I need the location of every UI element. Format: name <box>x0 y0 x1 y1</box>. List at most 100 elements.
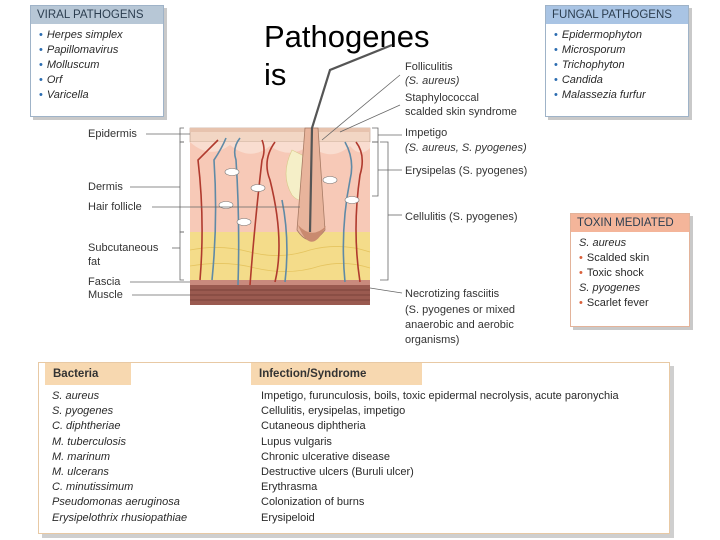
bullet-icon: • <box>554 89 558 101</box>
fungal-pathogens-heading: FUNGAL PATHOGENS <box>546 6 688 24</box>
bracket-cellulitis <box>380 141 389 281</box>
dermal-cell <box>250 184 266 192</box>
subcutaneous-fat-layer <box>190 232 370 280</box>
dermis-layer <box>190 142 370 232</box>
hair-bulb <box>298 225 326 242</box>
necrotizing-fasciitis-label-2: (S. pyogenes or mixed <box>405 304 516 316</box>
bracket-subcutaneous <box>179 231 184 281</box>
hair-shaft <box>308 43 393 233</box>
papillary-dermis <box>190 142 370 155</box>
bullet-icon: • <box>39 74 43 86</box>
fascia-label: Fascia <box>88 276 121 288</box>
cellulitis-label: Cellulitis (S. pyogenes) <box>405 211 518 223</box>
leader-line-folliculitis <box>321 74 401 141</box>
list-item: Destructive ulcers (Buruli ulcer) <box>261 466 414 479</box>
erysipelas-label: Erysipelas (S. pyogenes) <box>405 165 528 177</box>
list-item: •Varicella <box>39 89 89 101</box>
list-item: Cutaneous diphtheria <box>261 420 366 433</box>
list-item: •Epidermophyton <box>554 29 642 41</box>
artery <box>249 139 265 286</box>
necrotizing-fasciitis-label: Necrotizing fasciitis <box>405 288 500 300</box>
syndrome-list: Impetigo, furunculosis, boils, toxic epi… <box>261 389 619 526</box>
vein <box>211 137 227 281</box>
bacteria-syndrome-table: Bacteria Infection/Syndrome S. aureus S.… <box>38 362 670 534</box>
impetigo-organism-label: (S. aureus, S. pyogenes) <box>405 142 527 154</box>
bracket-epidermis <box>179 127 184 143</box>
list-item: •Scarlet fever <box>579 297 649 309</box>
list-item: M. ulcerans <box>52 466 109 479</box>
artery <box>355 141 364 283</box>
fungal-pathogens-box: FUNGAL PATHOGENS •Epidermophyton •Micros… <box>545 5 689 117</box>
list-item: Cellulitis, erysipelas, impetigo <box>261 405 406 418</box>
fungal-pathogens-list: •Epidermophyton •Microsporum •Trichophyt… <box>546 24 688 107</box>
dermal-cell <box>218 201 234 209</box>
list-item: •Scalded skin <box>579 252 650 264</box>
viral-pathogens-list: •Herpes simplex •Papillomavirus •Mollusc… <box>31 24 163 107</box>
list-item: •Toxic shock <box>579 267 644 279</box>
list-item: C. diphtheriae <box>52 420 121 433</box>
bullet-icon: • <box>579 267 583 279</box>
impetigo-label: Impetigo <box>405 127 448 139</box>
fascia-layer <box>190 280 370 285</box>
vein <box>342 141 353 283</box>
viral-pathogens-heading: VIRAL PATHOGENS <box>31 6 163 24</box>
ssss-label-2: scalded skin syndrome <box>405 106 517 118</box>
viral-pathogens-box: VIRAL PATHOGENS •Herpes simplex •Papillo… <box>30 5 164 117</box>
bacteria-list: S. aureus S. pyogenes C. diphtheriae M. … <box>52 389 187 526</box>
bullet-icon: • <box>39 59 43 71</box>
list-item: •Malassezia furfur <box>554 89 646 101</box>
fat-lobules <box>189 246 371 256</box>
list-item: Lupus vulgaris <box>261 435 332 448</box>
dermis-label: Dermis <box>88 181 123 193</box>
bullet-icon: • <box>554 44 558 56</box>
dermal-cell <box>236 218 252 226</box>
list-item: •Candida <box>554 74 603 86</box>
list-item: •Herpes simplex <box>39 29 123 41</box>
folliculitis-label: Folliculitis <box>405 61 453 73</box>
list-item: M. tuberculosis <box>52 435 126 448</box>
epidermis-label: Epidermis <box>88 128 137 140</box>
bullet-icon: • <box>579 252 583 264</box>
list-item: •Trichophyton <box>554 59 625 71</box>
bacteria-column-header: Bacteria <box>45 363 131 385</box>
list-item: S. aureus <box>579 237 627 249</box>
list-item: Chronic ulcerative disease <box>261 450 391 463</box>
list-item: •Microsporum <box>554 44 626 56</box>
subcutaneous-label: Subcutaneous <box>88 242 159 254</box>
bullet-icon: • <box>579 297 583 309</box>
slide-title: Pathogenes is <box>264 19 430 92</box>
bullet-icon: • <box>554 59 558 71</box>
leader-line-ssss <box>339 104 401 133</box>
list-item: Impetigo, furunculosis, boils, toxic epi… <box>261 390 619 402</box>
bracket-erysipelas <box>372 141 379 197</box>
list-item: Erythrasma <box>261 481 318 494</box>
list-item: S. pyogenes <box>52 405 114 418</box>
list-item: Erysipeloid <box>261 511 315 524</box>
list-item: S. aureus <box>52 390 100 402</box>
bracket-dermis <box>179 141 184 233</box>
hair-follicle-label: Hair follicle <box>88 201 142 213</box>
list-item: C. minutissimum <box>52 481 134 494</box>
artery <box>197 139 219 281</box>
bullet-icon: • <box>39 44 43 56</box>
list-item: Erysipelothrix rhusiopathiae <box>52 511 188 524</box>
folliculitis-organism-label: (S. aureus) <box>405 75 460 87</box>
dermal-cell <box>322 176 338 184</box>
ssss-label: Staphylococcal <box>405 92 479 104</box>
fat-label: fat <box>88 256 101 268</box>
epidermis-stripe <box>190 128 370 132</box>
dermal-cell <box>224 168 240 176</box>
toxin-mediated-heading: TOXIN MEDIATED <box>571 214 689 232</box>
bracket-impetigo <box>372 127 379 143</box>
bullet-icon: • <box>39 89 43 101</box>
muscle-label: Muscle <box>88 289 123 301</box>
dermal-cell <box>344 196 360 204</box>
list-item: S. pyogenes <box>579 282 641 294</box>
list-item: M. marinum <box>52 450 111 463</box>
list-item: •Papillomavirus <box>39 44 119 56</box>
syndrome-column-header: Infection/Syndrome <box>251 363 422 385</box>
vein <box>281 199 288 283</box>
bullet-icon: • <box>554 74 558 86</box>
list-item: Colonization of burns <box>261 496 365 509</box>
